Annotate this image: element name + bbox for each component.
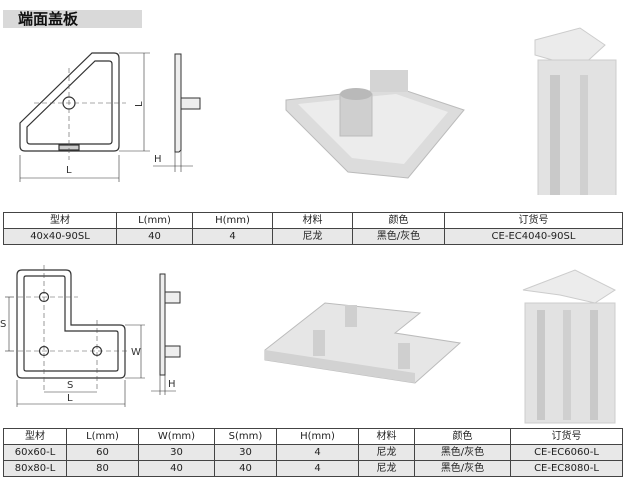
dim-label-s-horizontal: S [67, 380, 73, 391]
photo-l-end-cap [264, 302, 462, 384]
dim-label-l-vertical: L [134, 101, 145, 107]
table-row: 80x80-L 80 40 40 4 尼龙 黑色/灰色 CE-EC8080-L [3, 460, 623, 477]
table-header-row: 型材 L(mm) H(mm) 材料 颜色 订货号 [3, 212, 623, 229]
dim-label-l: L [67, 393, 73, 404]
cell: CE-EC4040-90SL [444, 228, 623, 245]
cell: 80 [66, 460, 139, 477]
table-row: 60x60-L 60 30 30 4 尼龙 黑色/灰色 CE-EC6060-L [3, 444, 623, 461]
cell: 尼龙 [358, 460, 415, 477]
dim-label-s-vertical: S [0, 319, 6, 330]
header-cell: L(mm) [116, 212, 193, 229]
header-cell: S(mm) [214, 428, 277, 445]
table-row: 40x40-90SL 40 4 尼龙 黑色/灰色 CE-EC4040-90SL [3, 228, 623, 245]
cell: 4 [192, 228, 273, 245]
header-cell: 型材 [3, 212, 117, 229]
cell: 4 [276, 460, 359, 477]
cell: 4 [276, 444, 359, 461]
drawing-l-side: H [151, 273, 181, 395]
spec-table-l: 型材 L(mm) W(mm) S(mm) H(mm) 材料 颜色 订货号 60x… [3, 428, 623, 477]
cell: 尼龙 [272, 228, 353, 245]
header-cell: 型材 [3, 428, 67, 445]
cell: 60 [66, 444, 139, 461]
drawing-l-front: S S L W [0, 265, 145, 407]
spec-table-90sl: 型材 L(mm) H(mm) 材料 颜色 订货号 40x40-90SL 40 4… [3, 212, 623, 245]
cell: CE-EC6060-L [510, 444, 623, 461]
cell: 40x40-90SL [3, 228, 117, 245]
cell: 40 [214, 460, 277, 477]
table-header-row: 型材 L(mm) W(mm) S(mm) H(mm) 材料 颜色 订货号 [3, 428, 623, 445]
header-cell: 订货号 [510, 428, 623, 445]
photo-90sl-profile [534, 27, 617, 195]
dim-label-w: W [131, 347, 141, 358]
title-bar [3, 10, 142, 28]
dim-label-h: H [154, 154, 162, 165]
section-title: 端面盖板 [18, 10, 79, 28]
header-cell: 材料 [272, 212, 353, 229]
cell: 黑色/灰色 [414, 460, 511, 477]
cell: CE-EC8080-L [510, 460, 623, 477]
header-cell: 订货号 [444, 212, 623, 229]
header-cell: 颜色 [352, 212, 445, 229]
dim-label-l-horizontal: L [66, 165, 72, 176]
cell: 30 [214, 444, 277, 461]
header-cell: 颜色 [414, 428, 511, 445]
drawing-90sl-front: L L [19, 52, 150, 182]
cell: 60x60-L [3, 444, 67, 461]
header-cell: W(mm) [138, 428, 215, 445]
header-cell: H(mm) [192, 212, 273, 229]
header-cell: 材料 [358, 428, 415, 445]
photo-90sl-end-cap [285, 70, 465, 179]
drawing-90sl-side: H [153, 53, 201, 172]
cell: 30 [138, 444, 215, 461]
cell: 40 [116, 228, 193, 245]
cell: 黑色/灰色 [414, 444, 511, 461]
dim-label-h: H [168, 379, 176, 390]
header-cell: H(mm) [276, 428, 359, 445]
cell: 尼龙 [358, 444, 415, 461]
header-cell: L(mm) [66, 428, 139, 445]
cell: 40 [138, 460, 215, 477]
cell: 80x80-L [3, 460, 67, 477]
photo-l-profile [522, 269, 617, 424]
cell: 黑色/灰色 [352, 228, 445, 245]
